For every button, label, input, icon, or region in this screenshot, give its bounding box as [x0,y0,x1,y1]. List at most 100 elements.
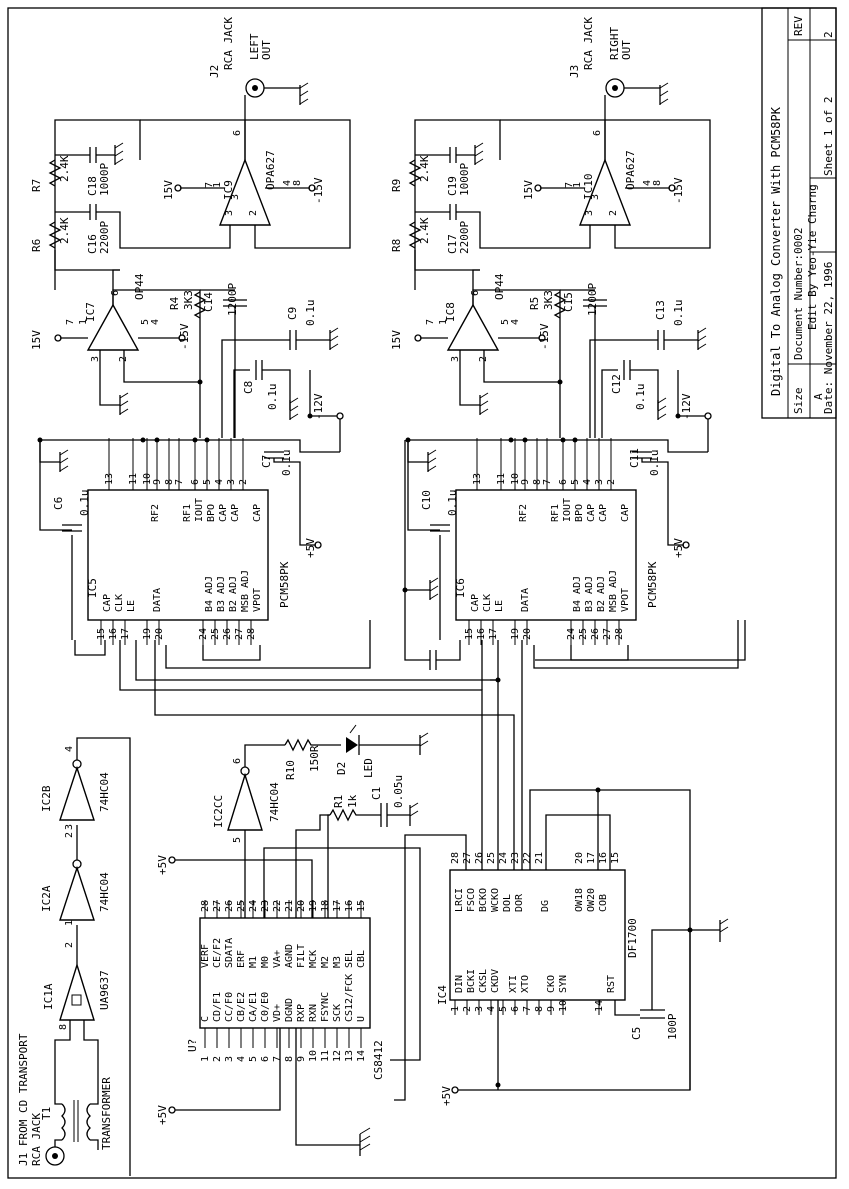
cap-ref: C15 [562,292,575,312]
df1700-pin-number: 27 [462,852,473,864]
opamp-pin-plus: 3 [230,194,241,200]
ic2cc-pin6: 6 [232,758,243,764]
cap-ref: C16 [86,234,99,254]
d2-value: LED [362,758,375,778]
opamp-pin: 4 [642,180,653,186]
res-ref: R6 [30,239,43,252]
c1-ref: C1 [370,787,383,800]
res-ref: R7 [30,179,43,192]
res-ref: R4 [168,296,181,310]
jack-out-label: OUT [260,40,273,60]
opamp-pin: 3 [90,356,101,362]
df1700-pin-number: 17 [586,852,597,864]
cs8412-pin-label: RXP [296,1004,307,1022]
cs8412-pin-number: 9 [296,1056,307,1062]
cs8412-pin-number: 4 [236,1056,247,1062]
cs8412-part: CS8412 [372,1040,385,1080]
cap-value: 1200P [226,283,239,316]
r10-ref: R10 [284,760,297,780]
df1700-pin-number: 23 [510,852,521,864]
pcm58-pin-label: B4 ADJ [572,576,583,612]
opamp-pin: 6 [592,130,603,136]
df1700-pin-label: FSCO [466,888,477,912]
df1700-body [449,869,626,1001]
opamp-pin: 1 [438,319,449,325]
title-block: Digital To Analog Converter With PCM58PK… [761,7,837,419]
df1700-pin-label: LRCI [454,888,465,912]
df1700-pin-label: CKSL [478,969,489,993]
cap-value: 0.1u [304,300,317,327]
cs8412-pin-number: 8 [284,1056,295,1062]
opamp-pin: 5 [500,319,511,325]
cs8412-pin-number: 13 [344,1050,355,1062]
opamp-ref: IC7 [84,302,97,322]
cap-value: 0.1u [266,384,279,411]
pcm58-ref: IC5 [86,578,99,598]
jack-ref: J2 [208,65,221,78]
cap-ref: C19 [446,176,459,196]
pcm58-pin-label: CAP [230,504,241,522]
cs8412-pin-label: CS12/FCK [344,974,355,1022]
pcm58-pin-label: MSB ADJ [608,570,619,612]
document-number: Document Number:0002 [792,228,805,360]
cs8412-pin-label: MCK [308,950,319,968]
cap-value: 0.1u [648,450,661,477]
res-ref: R8 [390,239,403,252]
rail-minus12: -12V [680,393,693,420]
opamp-part: OPA627 [264,150,277,190]
opamp-pin-plus: 3 [590,194,601,200]
cs8412-pin-label: CE/F2 [212,938,223,968]
rail-plus15: 15V [522,180,535,200]
cap-ref: C14 [202,292,215,312]
df1700-pin-label: CKO [546,975,557,993]
ic2b-inverter [59,765,95,821]
cs8412-pin-number: 7 [272,1056,283,1062]
opamp-pin: 3 [584,210,595,216]
pcm58-pin-label: VPOT [252,588,263,612]
d2-led [346,737,358,753]
ic2b-pin3: 3 [64,824,75,830]
jack-ref: J3 [568,65,581,78]
cs8412-pin-label: SDATA [224,938,235,968]
cs8412-pin-label: ERF [236,950,247,968]
rail-plus15: 15V [162,180,175,200]
cs8412-pin-number: 12 [332,1050,343,1062]
pcm58-pin-label: CLK [114,594,125,612]
pcm58-pin-label: MSB ADJ [240,570,251,612]
cs8412-pin-number: 2 [212,1056,223,1062]
pcm58-pin-label: CAP [102,594,113,612]
ic2a-pin2: 2 [64,832,75,838]
pcm58-pin-label: CAP [586,504,597,522]
ic2a-part: 74HC04 [98,872,111,912]
opamp-pin: 1 [78,319,89,325]
cs8412-pin-label: CD/F1 [212,992,223,1022]
opamp-pin: 2 [608,210,619,216]
cs8412-pin-number: 3 [224,1056,235,1062]
cap-value: 0.1u [634,384,647,411]
cap-value: 1000P [458,163,471,196]
cap-ref: C18 [86,176,99,196]
cs8412-pin-label: CC/F0 [224,992,235,1022]
res-value: 2.4K [418,155,431,182]
ic1a-buffer [59,962,95,1021]
cap-value: 1000P [98,163,111,196]
cs8412-pin-label: VA+ [272,950,283,968]
rail-minus15: -15V [672,177,685,204]
df1700-pin-number: 24 [498,852,509,864]
df1700-pin-label: DOL [502,894,513,912]
rail-plus5: +5V [304,538,317,558]
rail-minus15: -15V [178,323,191,350]
df1700-pin-number: 21 [534,852,545,864]
df1700-pin-number: 25 [486,852,497,864]
opamp-part: OP44 [133,273,146,300]
pcm58-pin-label: B2 ADJ [228,576,239,612]
led-driver: IC2CC 74HC04 5 6 R10 150R D2 LED R1 1k C… [212,724,429,1061]
opa627-amplifier [578,158,632,226]
df1700-vplus: +5V [440,1086,453,1106]
pcm58-pin-label: B3 ADJ [584,576,595,612]
cs8412-ref: U? [186,1039,199,1052]
cs8412-pin-label: C0/E0 [260,992,271,1022]
opamp-pin: 6 [470,290,481,296]
